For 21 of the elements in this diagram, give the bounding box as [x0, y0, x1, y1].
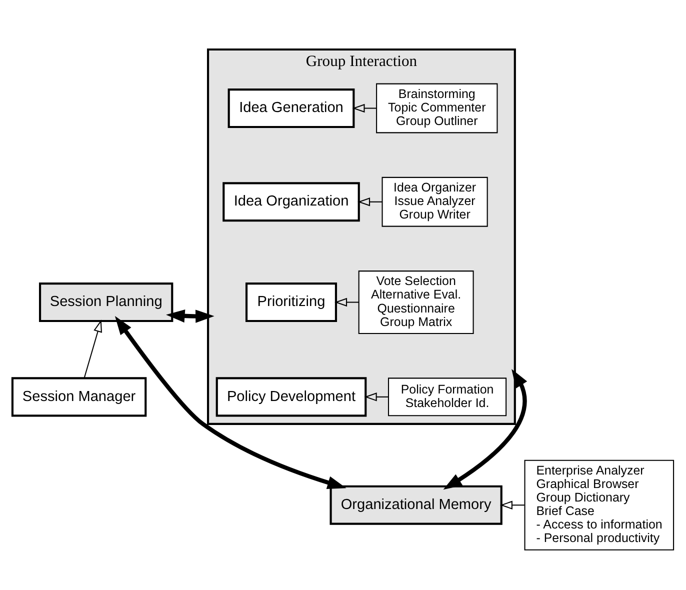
arrow — [166, 308, 214, 322]
arrow — [500, 500, 524, 509]
arrow — [352, 103, 377, 112]
node-box: Session Planning — [39, 282, 174, 322]
arrow — [84, 319, 102, 378]
node-box: Session Manager — [11, 376, 147, 416]
node-box: Policy Formation Stakeholder Id. — [388, 377, 507, 416]
node-box: Vote Selection Alternative Eval. Questionnaire Group Matrix — [358, 270, 474, 334]
node-box: Idea Organizer Issue Analyzer Group Writer — [382, 176, 488, 226]
node-box: Organizational Memory — [330, 484, 502, 524]
node-box: Enterprise Analyzer Graphical Browser Group Dictionary Brief Case - Access to information - Personal productivity — [524, 459, 674, 550]
node-box: Idea Organization — [222, 182, 360, 222]
arrow — [443, 368, 528, 490]
arrow — [334, 297, 359, 306]
arrow — [358, 197, 382, 206]
arrow — [364, 392, 388, 401]
arrow — [114, 316, 346, 488]
node-box: Policy Development — [216, 376, 367, 416]
node-box: Idea Generation — [228, 88, 355, 128]
node-box: Prioritizing — [245, 282, 338, 322]
node-box: Brainstorming Topic Commenter Group Outliner — [376, 82, 498, 133]
